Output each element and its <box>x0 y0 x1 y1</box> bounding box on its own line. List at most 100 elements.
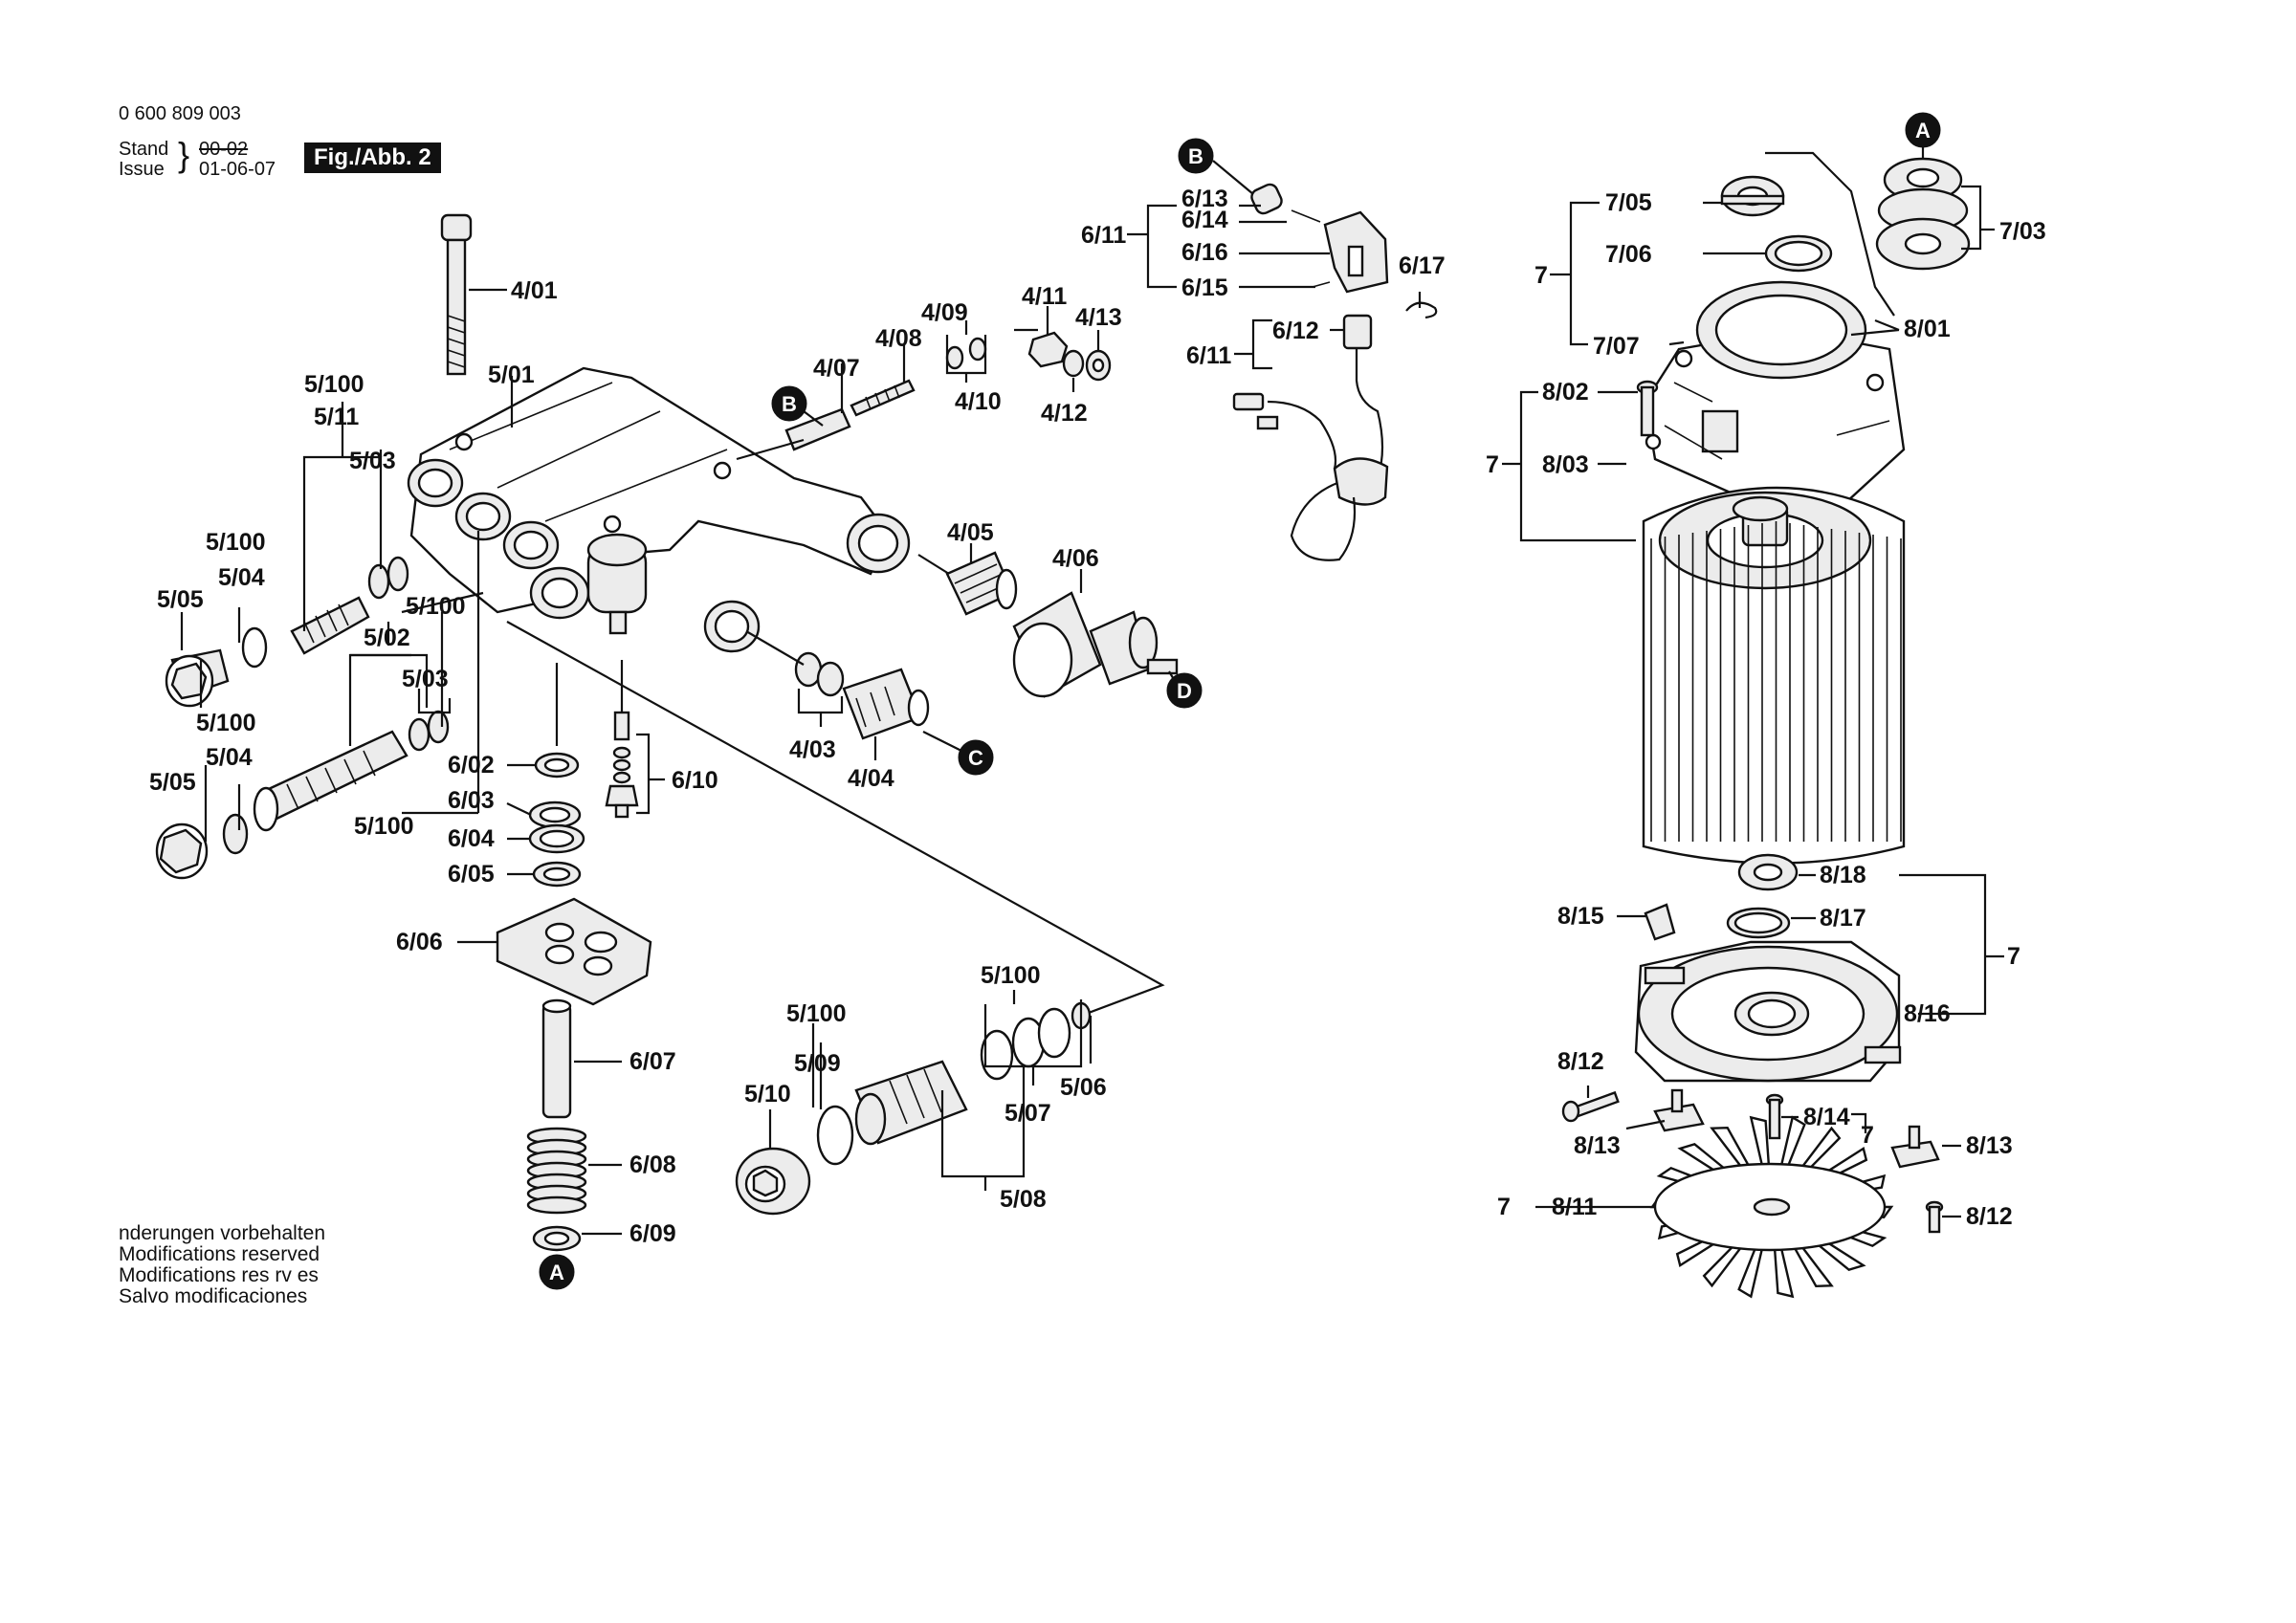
issue-value: 01-06-07 <box>199 159 276 180</box>
manifold-body <box>407 366 911 653</box>
label-7-c: 7 <box>2007 943 2020 970</box>
label-8-01: 8/01 <box>1904 316 1951 342</box>
label-7-06: 7/06 <box>1605 241 1652 268</box>
screw-8-12-right <box>1925 1200 1944 1234</box>
marker-A-bottom: A <box>539 1254 575 1290</box>
label-6-06: 6/06 <box>396 929 443 955</box>
label-8-02: 8/02 <box>1542 379 1589 406</box>
label-6-12: 6/12 <box>1272 318 1319 344</box>
sleeve-4-07 <box>784 379 916 451</box>
label-5-07: 5/07 <box>1004 1100 1051 1127</box>
foot-8-13-right <box>1890 1125 1940 1169</box>
o-ring-5-03-d <box>427 710 450 744</box>
figure-badge: Fig./Abb. 2 <box>304 143 441 173</box>
ring-7-06 <box>1764 234 1833 273</box>
fan-8-11 <box>1649 1115 1894 1299</box>
marker-C: C <box>958 739 994 776</box>
label-4-01: 4/01 <box>511 277 558 304</box>
label-7-d: 7 <box>1861 1122 1874 1149</box>
label-6-14: 6/14 <box>1181 207 1228 233</box>
label-6-11-b: 6/11 <box>1186 342 1231 369</box>
motor-housing-8-01 <box>1644 280 1906 504</box>
label-8-16: 8/16 <box>1904 1000 1951 1027</box>
label-4-07: 4/07 <box>813 355 860 382</box>
bearing-8-18 <box>1737 853 1799 891</box>
marker-D: D <box>1166 672 1203 709</box>
o-ring-5-03-c <box>408 717 430 752</box>
label-4-06: 4/06 <box>1052 545 1099 572</box>
footer-line-2: Modifications reserved <box>119 1243 320 1265</box>
label-4-12: 4/12 <box>1041 400 1088 427</box>
label-4-11: 4/11 <box>1022 283 1067 310</box>
marker-A-top: A <box>1905 112 1941 148</box>
label-5-03-b: 5/03 <box>402 666 449 692</box>
bearing-7-05 <box>1720 175 1785 217</box>
filter-4-05 <box>945 551 1018 616</box>
label-5-08: 5/08 <box>1000 1186 1047 1213</box>
label-5-05-a: 5/05 <box>157 586 204 613</box>
label-7-03: 7/03 <box>1999 218 2046 245</box>
screw-8-12-left <box>1561 1090 1620 1123</box>
footer-line-4: Salvo modificaciones <box>119 1285 308 1307</box>
label-5-100-f: 5/100 <box>981 962 1041 989</box>
stand-value: 00-02 <box>199 139 249 160</box>
svg-text:D: D <box>1177 679 1192 703</box>
label-8-12-a: 8/12 <box>1557 1048 1604 1075</box>
label-5-100-c: 5/100 <box>406 593 466 620</box>
svg-text:A: A <box>549 1261 564 1284</box>
label-8-11: 8/11 <box>1552 1194 1597 1220</box>
valve-assembly-5 <box>735 1001 1092 1216</box>
footer-line-1: nderungen vorbehalten <box>119 1222 326 1244</box>
label-5-100-a: 5/100 <box>304 371 364 398</box>
label-6-11-a: 6/11 <box>1081 222 1126 249</box>
o-ring-5-03-a <box>367 563 390 600</box>
cable-6-12 <box>1232 314 1389 561</box>
valve-5-11 <box>165 596 370 708</box>
marker-B-top: B <box>1178 138 1214 174</box>
label-4-08: 4/08 <box>875 325 922 352</box>
label-6-04: 6/04 <box>448 825 495 852</box>
label-7-b: 7 <box>1486 451 1499 478</box>
seal-stack-6 <box>528 752 585 888</box>
label-6-16: 6/16 <box>1181 239 1228 266</box>
label-6-02: 6/02 <box>448 752 495 779</box>
issue-label: Issue <box>119 159 165 180</box>
clip-6-17 <box>1405 301 1438 319</box>
svg-text:B: B <box>782 392 797 416</box>
bearing-7-03 <box>1875 157 1971 271</box>
stand-label: Stand <box>119 139 169 160</box>
footer-line-3: Modifications res rv es <box>119 1264 319 1286</box>
label-7-e: 7 <box>1497 1194 1511 1220</box>
label-8-17: 8/17 <box>1820 905 1866 932</box>
brace-glyph: } <box>178 135 190 174</box>
label-4-05: 4/05 <box>947 519 994 546</box>
label-6-09: 6/09 <box>629 1220 676 1247</box>
label-5-09: 5/09 <box>794 1050 841 1077</box>
label-5-10: 5/10 <box>744 1081 791 1108</box>
valve-5-02 <box>155 730 408 880</box>
label-5-03-a: 5/03 <box>349 448 396 474</box>
label-8-14: 8/14 <box>1803 1104 1850 1130</box>
label-5-100-e: 5/100 <box>354 813 414 840</box>
label-5-02: 5/02 <box>364 625 410 651</box>
label-5-04-b: 5/04 <box>206 744 253 771</box>
label-6-17: 6/17 <box>1399 252 1446 279</box>
valve-4-04 <box>842 668 930 740</box>
label-6-10: 6/10 <box>672 767 718 794</box>
end-shield-8-16 <box>1634 940 1902 1083</box>
label-4-03: 4/03 <box>789 736 836 763</box>
label-5-05-b: 5/05 <box>149 769 196 796</box>
svg-text:B: B <box>1188 144 1203 168</box>
ring-8-17 <box>1726 907 1791 939</box>
label-5-100-d: 5/100 <box>196 710 256 736</box>
screw-8-02 <box>1636 380 1659 437</box>
label-6-13: 6/13 <box>1181 186 1228 212</box>
label-8-18: 8/18 <box>1820 862 1866 888</box>
label-8-13-b: 8/13 <box>1966 1132 2013 1159</box>
piston-6-07 <box>541 998 572 1119</box>
check-valve-6-10 <box>605 711 639 819</box>
svg-text:A: A <box>1915 119 1931 143</box>
label-5-11: 5/11 <box>314 404 359 430</box>
fin-lines <box>1650 521 1902 842</box>
